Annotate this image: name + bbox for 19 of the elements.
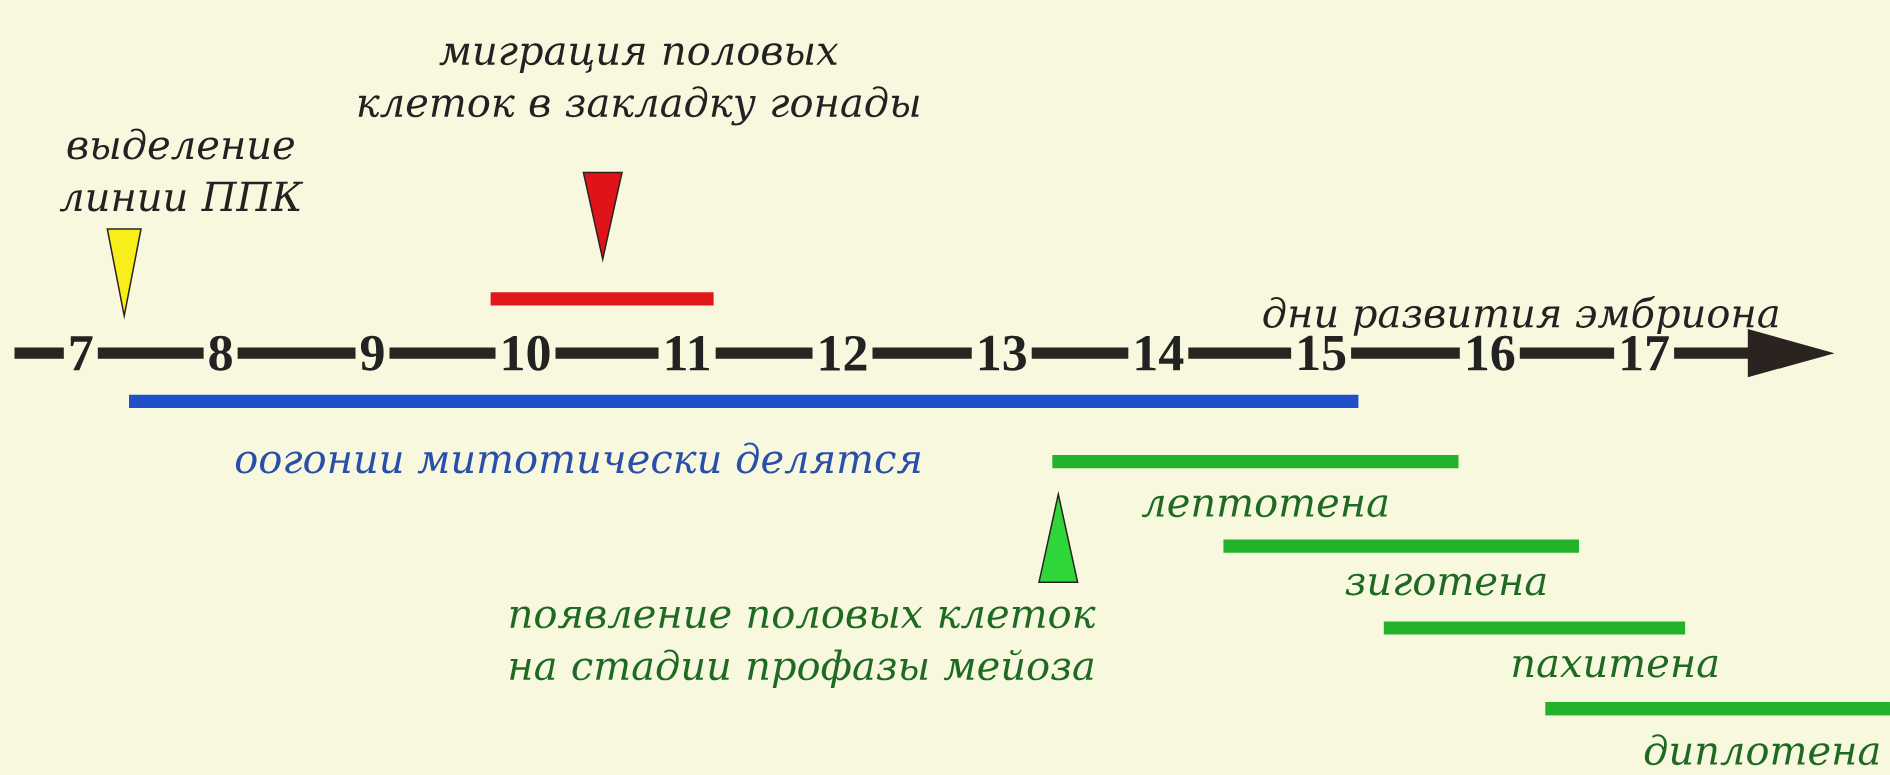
bar (490, 292, 714, 306)
day-number: 12 (812, 334, 873, 373)
axis-title: дни развития эмбриона (1263, 295, 1778, 336)
day-number: 16 (1459, 333, 1520, 373)
bar-label: диплотена (1644, 734, 1879, 766)
day-number: 10 (495, 333, 556, 373)
day-number: 15 (1291, 333, 1352, 373)
day-number: 13 (971, 333, 1032, 373)
bar-label: оогонии митотически делятся (235, 442, 921, 474)
bar-label: лептотена (1141, 495, 1388, 518)
day-number: 11 (658, 334, 716, 373)
annotation-text: выделение линии ППК (59, 128, 304, 212)
bar-label: пахитена (1513, 655, 1718, 678)
bar-label: зиготена (1345, 573, 1546, 596)
day-number: 14 (1128, 334, 1189, 373)
annotation-text: появление половых клеток на стадии профазы мейоза (510, 606, 1096, 689)
day-number: 17 (1614, 334, 1675, 373)
day-number: 7 (63, 334, 98, 373)
annotation-text: миграция половых клеток в закладку гонады (358, 43, 919, 126)
